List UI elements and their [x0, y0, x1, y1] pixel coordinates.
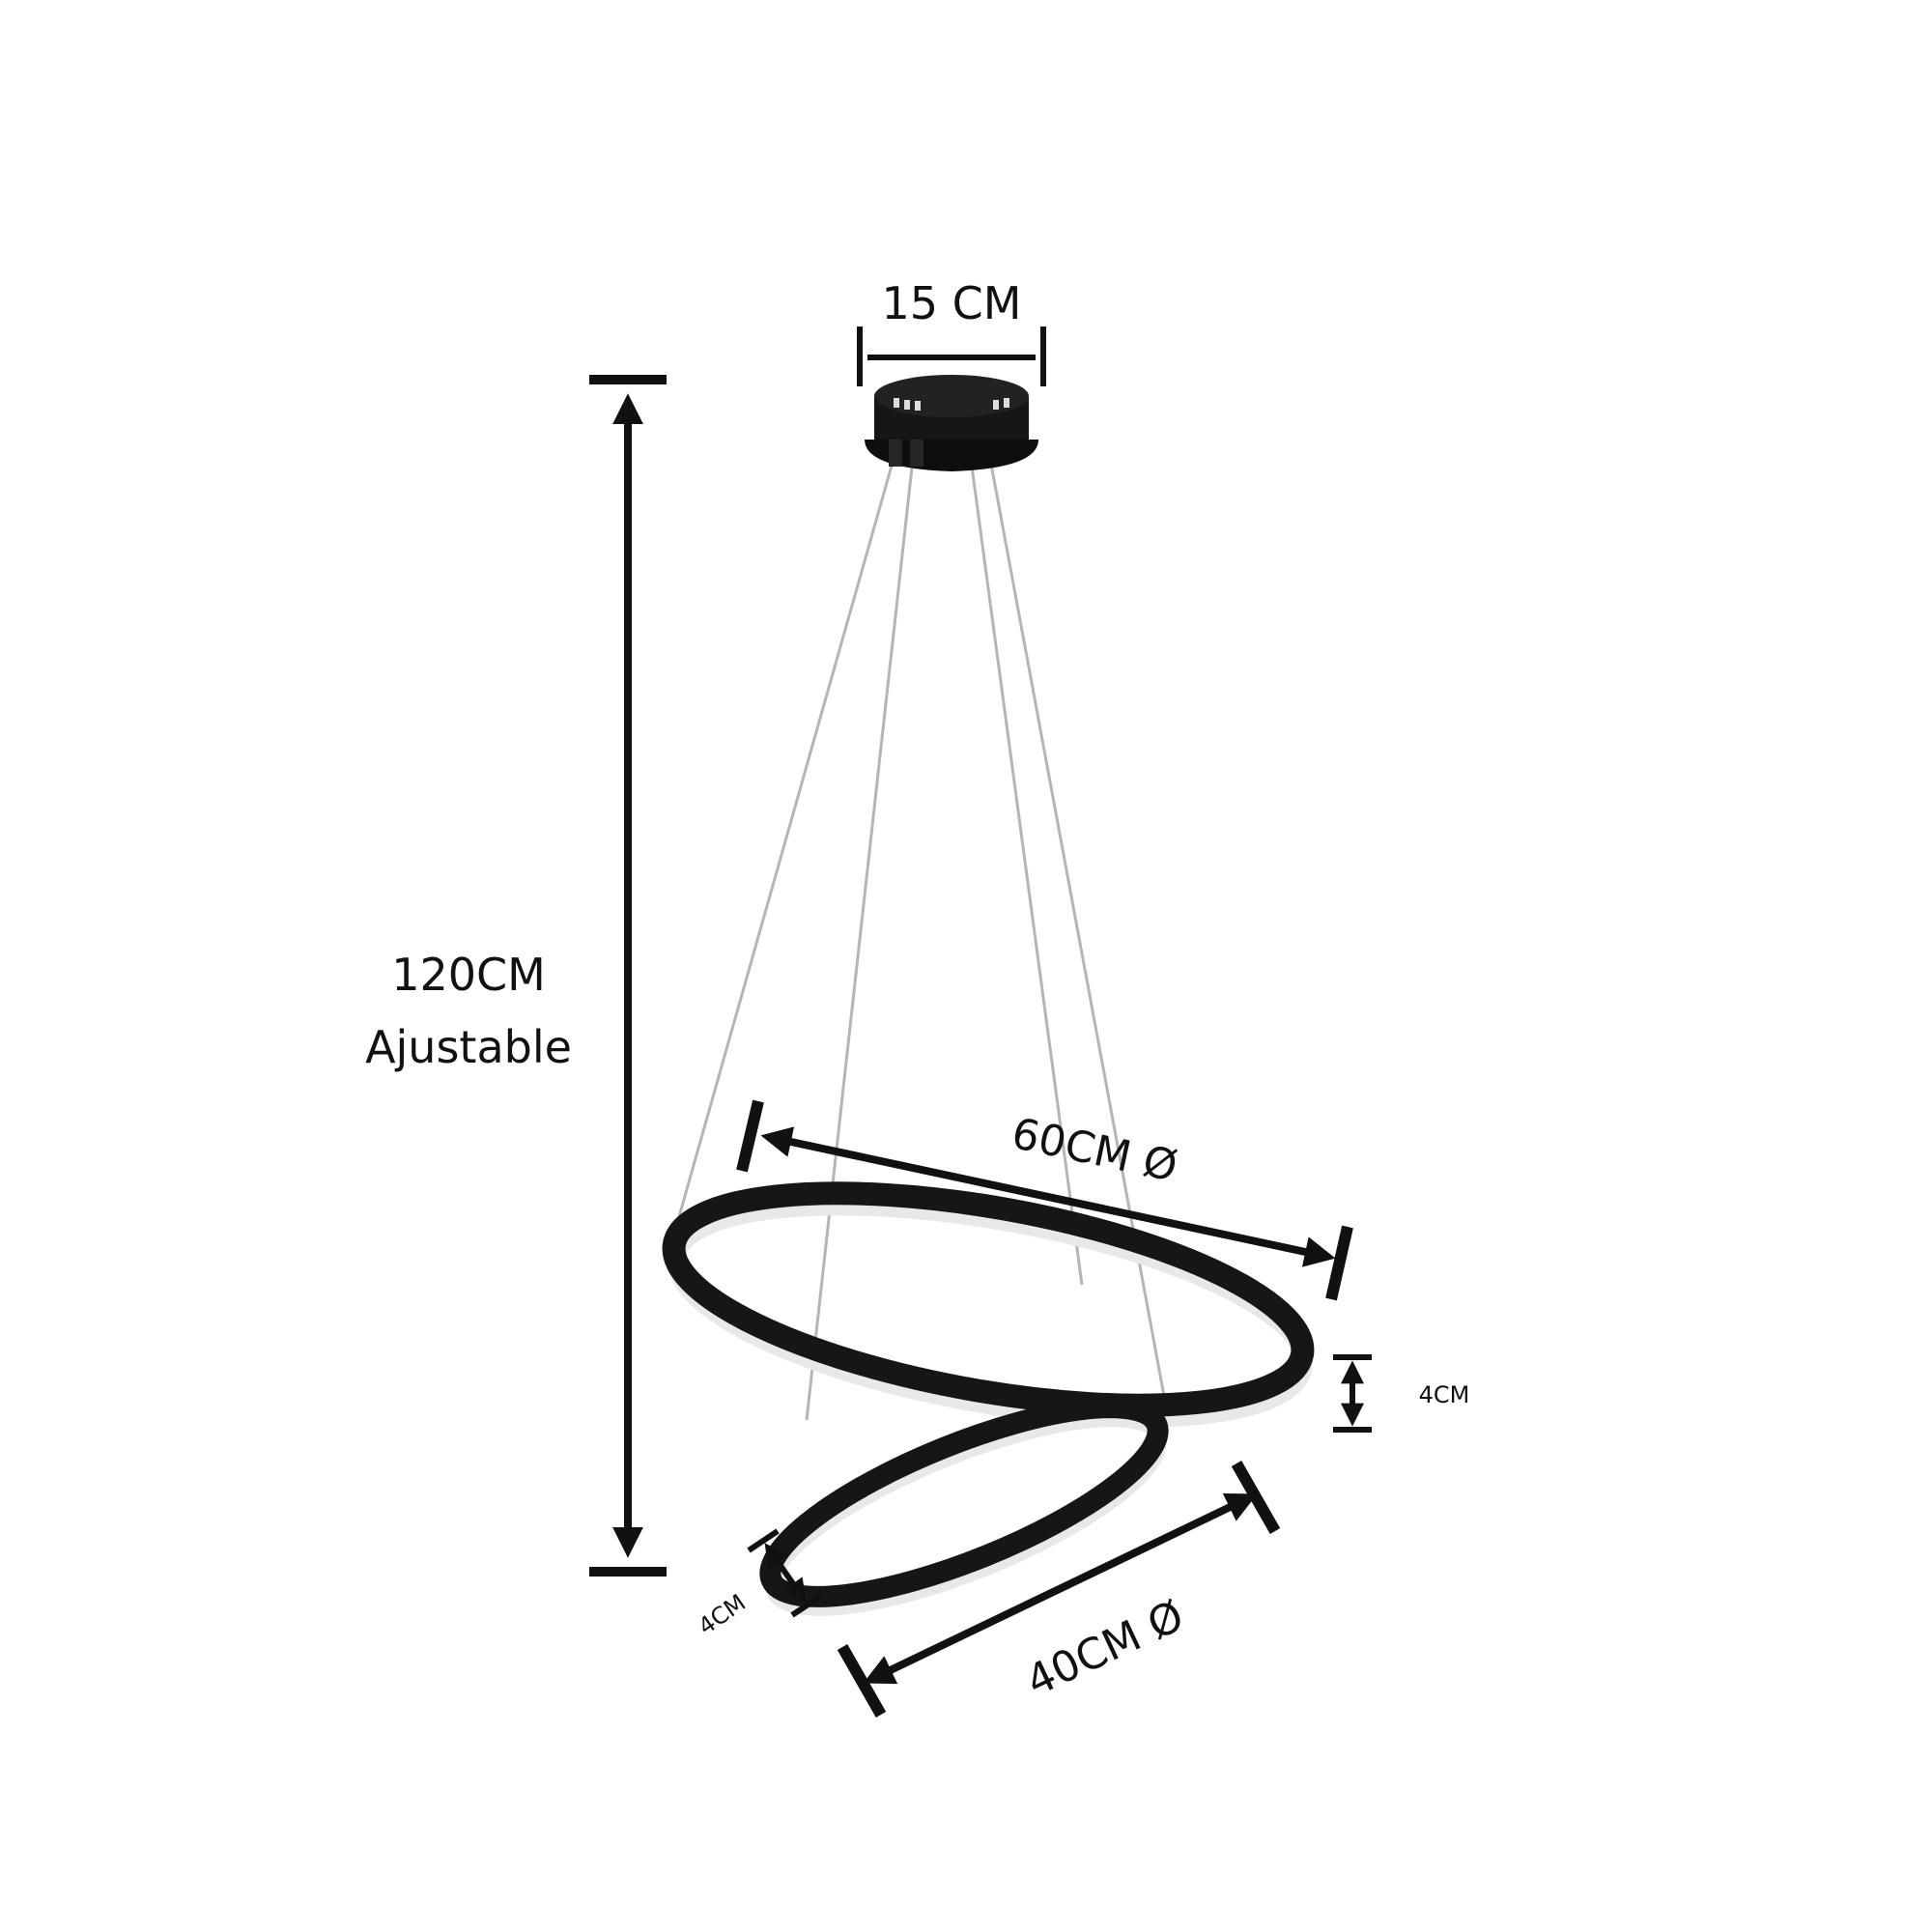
- small-ring-thickness-dimension: [747, 1528, 823, 1618]
- suspension-wires: [674, 458, 1166, 1421]
- large-ring-thickness-label: 4CM: [1419, 1381, 1470, 1408]
- small-ring: [759, 1397, 1169, 1616]
- height-dimension: [589, 375, 667, 1577]
- small-ring-thickness-label: 4CM: [694, 1589, 751, 1640]
- small-ring-diameter-dimension: [837, 1461, 1281, 1718]
- top-width-label: 15 CM: [882, 277, 1022, 329]
- wire-1: [674, 458, 895, 1228]
- large-ring-thickness-dimension: [1333, 1354, 1372, 1433]
- height-label-line1: 120CM: [391, 949, 546, 1001]
- top-width-dimension: [857, 327, 1046, 386]
- large-ring-diameter-dimension: [736, 1099, 1353, 1301]
- large-ring-diameter-label: 60CM Ø: [1008, 1109, 1181, 1192]
- ceiling-canopy: [865, 375, 1038, 471]
- height-label-line2: Ajustable: [365, 1021, 572, 1073]
- large-ring: [662, 1181, 1315, 1428]
- small-ring-diameter-label: 40CM Ø: [1019, 1591, 1192, 1706]
- wire-2: [805, 458, 915, 1421]
